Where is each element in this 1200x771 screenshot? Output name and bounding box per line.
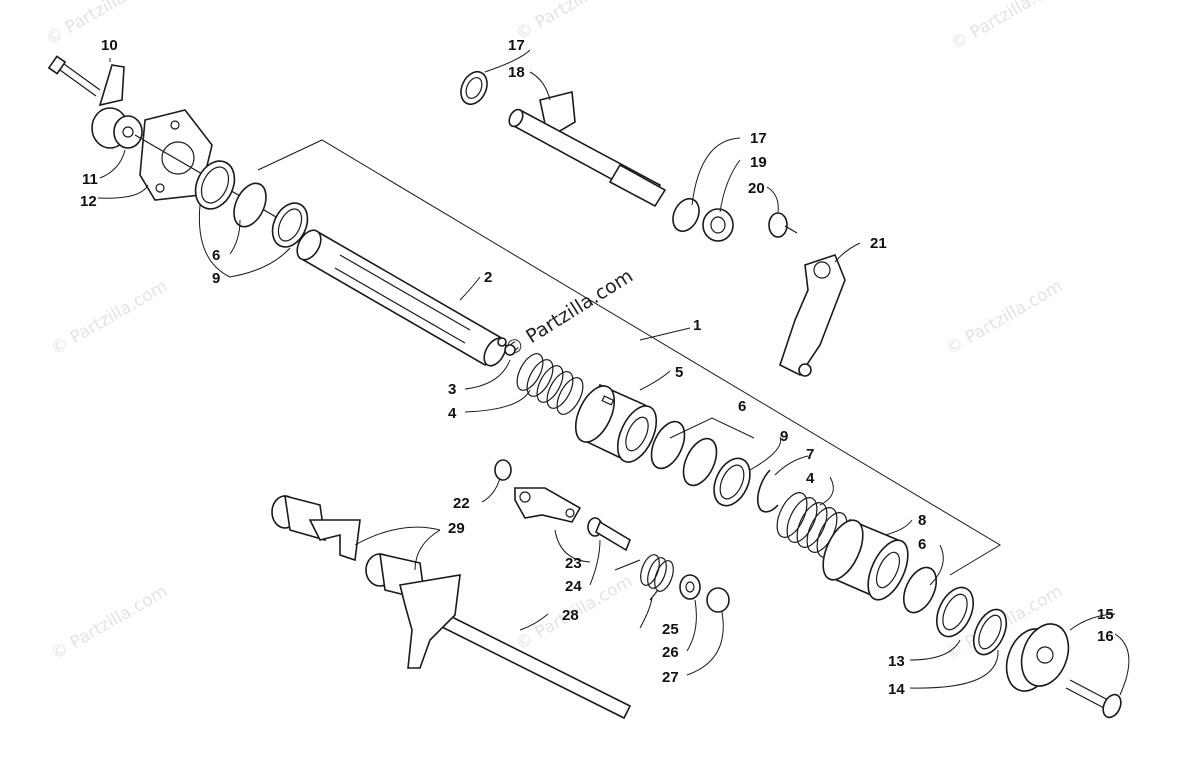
part-22-washer [494, 459, 512, 481]
assembly-bracket-line [257, 139, 1001, 576]
part-17-washer-upper [460, 70, 488, 106]
callout-18: 18 [508, 64, 525, 81]
callout-4-upper: 4 [448, 405, 457, 422]
part-10-bolt [47, 55, 101, 97]
callout-9-left: 9 [212, 270, 220, 287]
callout-13: 13 [888, 653, 905, 670]
part-17-washer-upper-inner [465, 77, 483, 99]
part-19-bearing-inner [710, 216, 726, 234]
callout-7: 7 [806, 446, 814, 463]
part-21-lever [779, 254, 846, 377]
callout-17-lower: 17 [750, 130, 767, 147]
callout-labels: 10 11 12 6 9 2 3 4 5 1 6 9 7 4 8 6 13 14… [80, 37, 1114, 698]
watermark-text: © Partzilla.com [513, 0, 637, 44]
callout-5: 5 [675, 364, 683, 381]
part-25-spring [614, 554, 674, 601]
part-5-sleeve [574, 383, 658, 463]
part-right-rings [902, 566, 1008, 656]
callout-9-middle: 9 [780, 428, 788, 445]
watermark-text: © Partzilla.com [48, 581, 172, 664]
part-23-stopper-arm [514, 487, 582, 523]
watermark-main-text: © Partzilla.com [501, 265, 637, 361]
part-3-pin [504, 344, 516, 356]
part-26-washer [679, 574, 701, 600]
part-7-clip [756, 469, 779, 513]
callout-3: 3 [448, 381, 456, 398]
callout-4-lower: 4 [806, 470, 815, 487]
callout-27: 27 [662, 669, 679, 686]
callout-10: 10 [101, 37, 118, 54]
callout-6-middle: 6 [738, 398, 746, 415]
part-2-shift-drum [296, 229, 507, 367]
part-29-fork-upper [271, 494, 361, 562]
part-11-shift-arm [91, 64, 143, 149]
callout-22: 22 [453, 495, 470, 512]
part-18-shift-shaft [508, 90, 667, 208]
callout-29: 29 [448, 520, 465, 537]
part-24-bolt [587, 517, 631, 552]
part-29-fork-lower [365, 552, 461, 669]
callout-15: 15 [1097, 606, 1114, 623]
watermark-text: © Partzilla.com [943, 276, 1067, 359]
watermark-text: © Partzilla.com [948, 0, 1072, 54]
callout-21: 21 [870, 235, 887, 252]
callout-6-right: 6 [918, 536, 926, 553]
part-19-bearing [702, 208, 734, 242]
callout-24: 24 [565, 578, 582, 595]
callout-2: 2 [484, 269, 492, 286]
watermark-text: © Partzilla.com [48, 276, 172, 359]
part-16-bolt [1065, 679, 1122, 719]
callout-26: 26 [662, 644, 679, 661]
part-8-sleeve [822, 518, 909, 601]
callout-6-left: 6 [212, 247, 220, 264]
callout-14: 14 [888, 681, 905, 698]
part-17-washer-lower [672, 197, 700, 233]
callout-16: 16 [1097, 628, 1114, 645]
part-20-bolt [768, 212, 798, 238]
callout-23: 23 [565, 555, 582, 572]
part-26-washer-inner [685, 581, 695, 593]
callout-20: 20 [748, 180, 765, 197]
part-15-gear [1005, 623, 1070, 692]
callout-1: 1 [693, 317, 701, 334]
callout-11: 11 [82, 171, 98, 188]
callout-12: 12 [80, 193, 97, 210]
callout-19: 19 [750, 154, 767, 171]
callout-8: 8 [918, 512, 926, 529]
callout-25: 25 [662, 621, 679, 638]
part-left-rings [194, 160, 309, 248]
part-27-nut [706, 587, 730, 613]
callout-17-upper: 17 [508, 37, 525, 54]
leader-lines [97, 49, 1130, 696]
part-middle-rings [650, 420, 751, 507]
part-4-spring-upper [516, 353, 584, 415]
callout-28: 28 [562, 607, 579, 624]
